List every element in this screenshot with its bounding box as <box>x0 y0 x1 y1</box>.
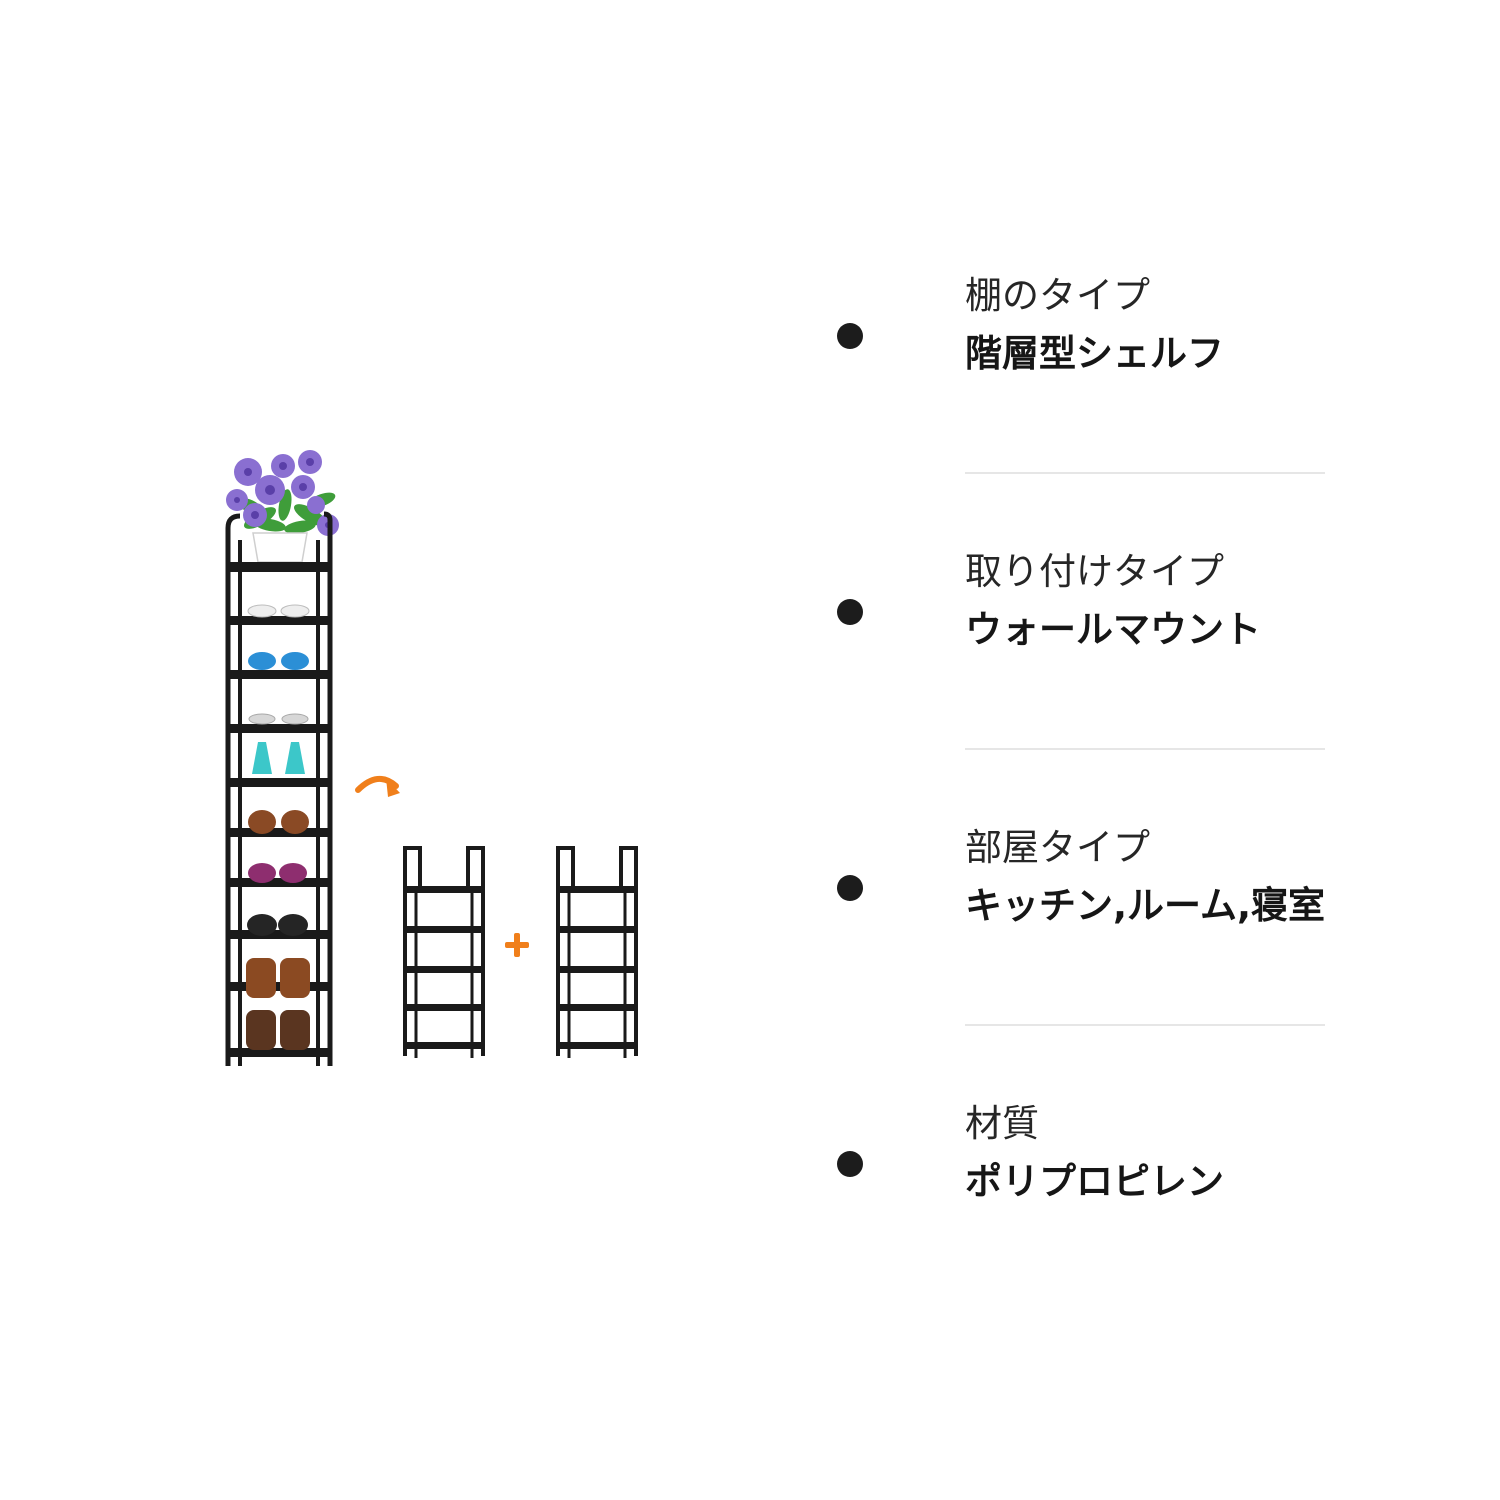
shoes <box>246 604 310 1050</box>
divider <box>965 1024 1325 1026</box>
spec-label: 取り付けタイプ <box>965 550 1224 593</box>
spec-value: ポリプロピレン <box>965 1160 1224 1203</box>
spec-value: ウォールマウント <box>965 608 1261 651</box>
small-rack-right <box>556 846 638 1058</box>
tall-rack-shelves <box>226 562 332 1057</box>
spec-item-mount-type: 取り付けタイプ ウォールマウント <box>820 548 1360 678</box>
divider <box>965 472 1325 474</box>
spec-item-room-type: 部屋タイプ キッチン,ルーム,寝室 <box>820 824 1360 954</box>
spec-value: 階層型シェルフ <box>965 332 1224 375</box>
curved-arrow-icon <box>355 776 400 797</box>
small-rack-left <box>403 846 485 1058</box>
spec-item-material: 材質 ポリプロピレン <box>820 1100 1360 1230</box>
bullet-icon <box>837 875 863 901</box>
plus-icon <box>505 933 529 957</box>
shoe-rack-drawing <box>225 450 638 1066</box>
spec-value: キッチン,ルーム,寝室 <box>965 884 1326 927</box>
spec-label: 棚のタイプ <box>965 274 1150 317</box>
spec-label: 部屋タイプ <box>965 826 1150 869</box>
tall-rack <box>225 511 333 1066</box>
bullet-icon <box>837 323 863 349</box>
spec-label: 材質 <box>965 1102 1039 1145</box>
bullet-icon <box>837 1151 863 1177</box>
bullet-icon <box>837 599 863 625</box>
spec-list: 棚のタイプ 階層型シェルフ 取り付けタイプ ウォールマウント 部屋タイプ キッチ… <box>820 0 1380 1500</box>
spec-item-shelf-type: 棚のタイプ 階層型シェルフ <box>820 272 1360 402</box>
flower-pot <box>226 450 339 563</box>
product-illustration <box>225 450 638 1066</box>
divider <box>965 748 1325 750</box>
